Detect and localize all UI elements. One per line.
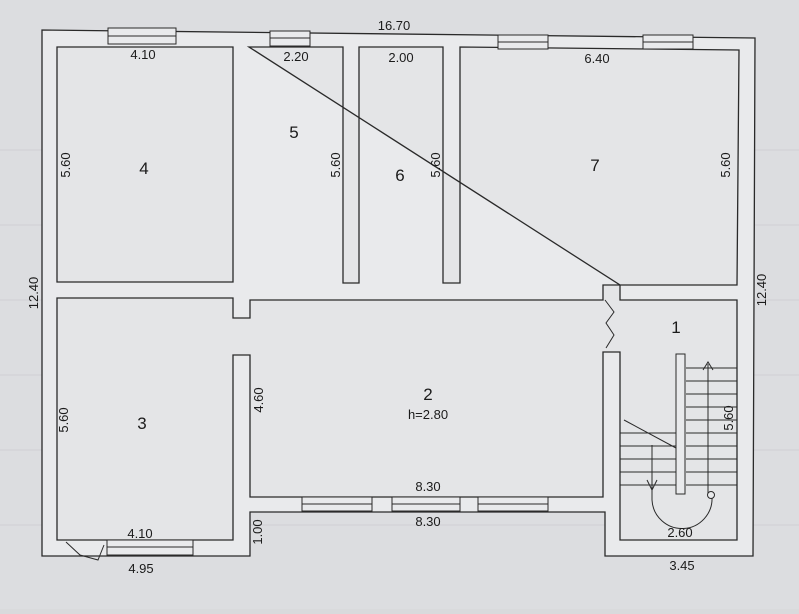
dim-hall-width-lower: 8.30 [415,514,440,529]
entrance-door [604,299,615,349]
room-label-5: 5 [289,123,298,142]
staircase [620,353,737,530]
dim-stair-width: 2.60 [667,525,692,540]
dim-room4-height: 5.60 [58,152,73,177]
dim-room7-width: 6.40 [584,51,609,66]
dim-corridor-height: 4.60 [251,387,266,412]
dim-room4-width: 4.10 [130,47,155,62]
dim-room6-height: 5.60 [428,152,443,177]
room-label-3: 3 [137,414,146,433]
dim-room6-width: 2.00 [388,50,413,65]
dim-hall-width-upper: 8.30 [415,479,440,494]
room-label-1: 1 [671,318,680,337]
stair-rail [675,353,686,495]
room-5-interior [56,46,740,541]
dim-overall-width: 16.70 [378,18,411,33]
walls [41,29,756,557]
dim-room5-width: 2.20 [283,49,308,64]
room-label-7: 7 [590,156,599,175]
room-4-interior [56,46,234,283]
dim-room3-height: 5.60 [56,407,71,432]
dim-bottom-left-width: 4.95 [128,561,153,576]
dim-room7-height: 5.60 [718,152,733,177]
dim-stair-height: 5.60 [721,405,736,430]
dim-room5-height: 5.60 [328,152,343,177]
dim-stair-outer-width: 3.45 [669,558,694,573]
room-label-6: 6 [395,166,404,185]
room-labels: 1 2 h=2.80 3 4 5 6 7 [137,123,680,433]
dim-overall-height-left: 12.40 [26,277,41,310]
dim-room3-width: 4.10 [127,526,152,541]
ceiling-height-note: h=2.80 [408,407,448,422]
dim-step-offset: 1.00 [250,519,265,544]
corner-door [65,541,105,561]
room-label-4: 4 [139,159,148,178]
dim-overall-height-right: 12.40 [754,274,769,307]
windows [106,27,694,556]
doors [65,299,615,561]
room-label-2: 2 [423,385,432,404]
dimension-labels: 16.70 4.10 2.20 2.00 6.40 12.40 12.40 5.… [26,18,769,576]
